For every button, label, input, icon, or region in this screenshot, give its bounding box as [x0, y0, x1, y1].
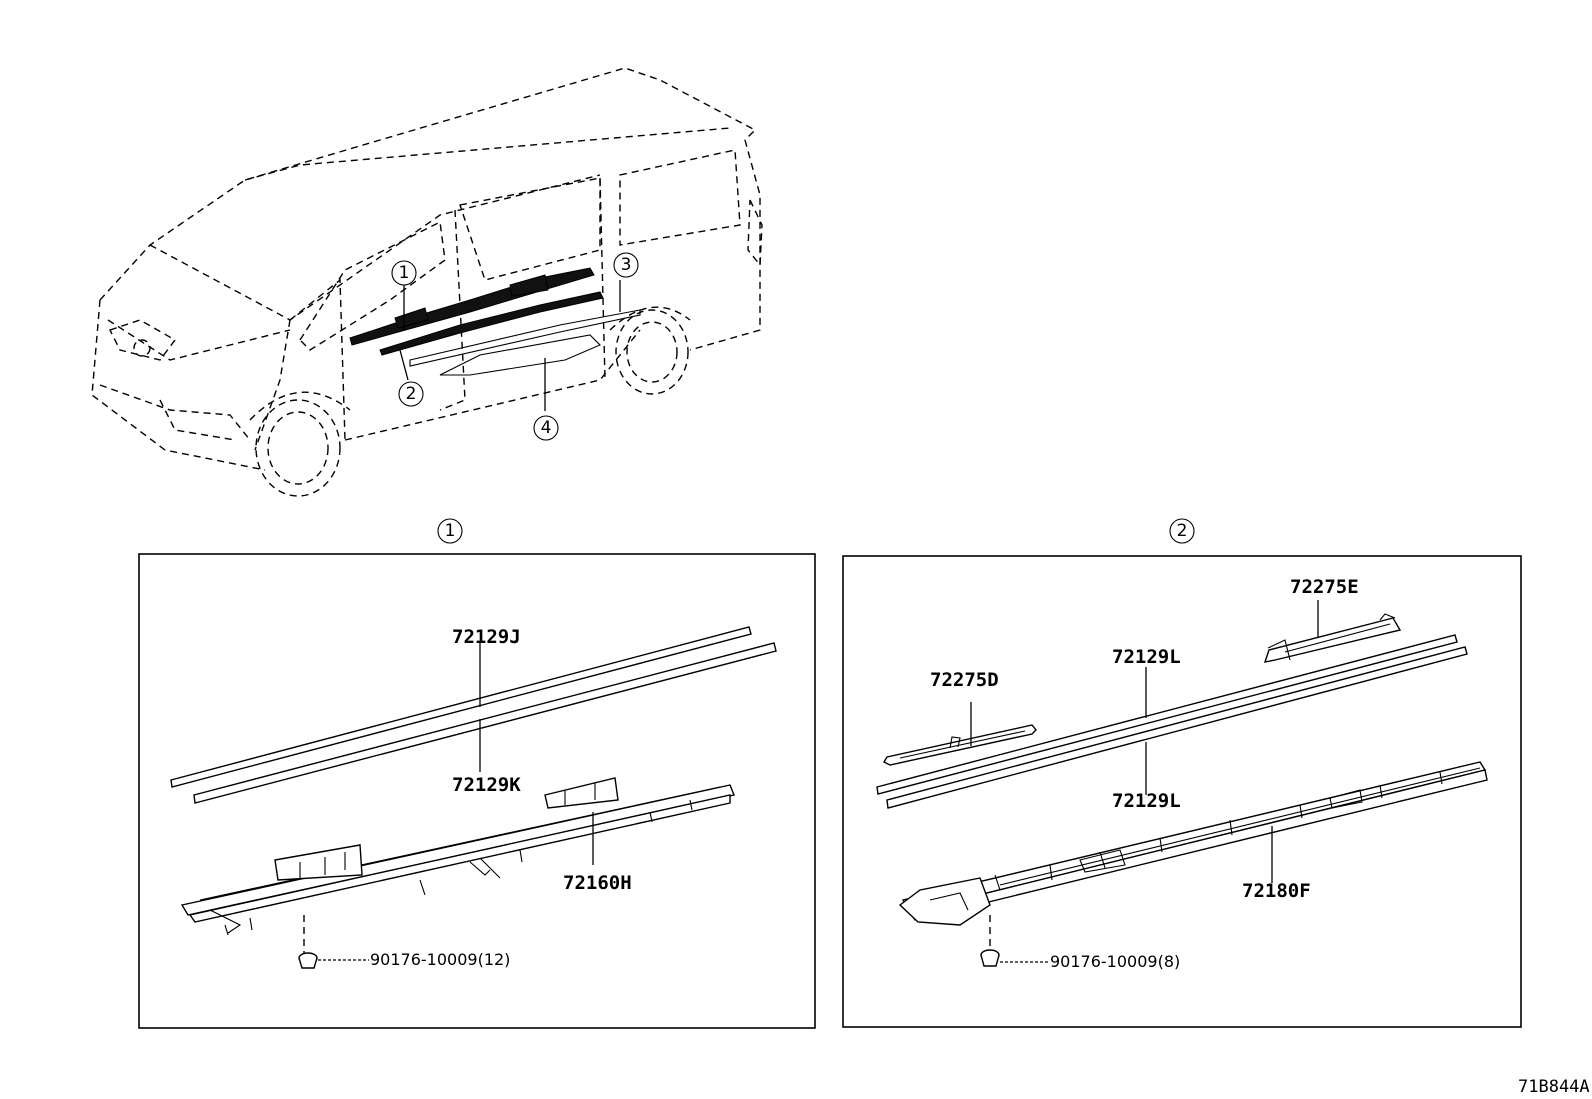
clip-90176-10009-panel1 [298, 952, 318, 969]
bracket-72275E [1263, 617, 1402, 663]
callout-2-circle [398, 381, 424, 407]
label-clip-panel1: 90176-10009(12) [370, 950, 510, 969]
label-72129J: 72129J [452, 626, 521, 648]
molding-72129J [170, 626, 752, 788]
panel-2-header: 2 [1177, 521, 1188, 541]
callout-1-circle [391, 260, 417, 286]
callout-4-circle [533, 415, 559, 441]
panel-1-header-circle [437, 518, 463, 544]
label-clip-panel2: 90176-10009(8) [1050, 952, 1180, 971]
label-72160H: 72160H [563, 872, 632, 894]
label-72275D: 72275D [930, 669, 999, 691]
molding-72129L-top [876, 634, 1458, 795]
panel-1: 1 72129J 72129K 72160H [138, 518, 816, 1029]
panel-2-frame [842, 555, 1522, 1028]
callout-3-circle [613, 252, 639, 278]
van-illustration: 1 2 3 4 [91, 67, 763, 497]
panel-1-header: 1 [445, 521, 456, 541]
panel-2: 2 7 [842, 518, 1522, 1028]
molding-72129K [193, 642, 777, 804]
label-72129K: 72129K [452, 774, 521, 796]
label-72129L-top: 72129L [1112, 646, 1181, 668]
callout-3: 3 [621, 255, 632, 275]
callout-1: 1 [399, 263, 410, 283]
molding-72129L-bottom [886, 646, 1468, 809]
step-72160H [180, 777, 735, 936]
label-72275E: 72275E [1290, 576, 1359, 598]
panel-1-frame [138, 553, 816, 1029]
callout-2: 2 [406, 384, 417, 404]
diagram-code: 71B844A [1518, 1077, 1590, 1097]
step-72180F [898, 761, 1488, 926]
callout-4: 4 [541, 418, 552, 438]
label-72180F: 72180F [1242, 880, 1311, 902]
clip-90176-10009-panel2 [980, 949, 1000, 967]
panel-2-header-circle [1169, 518, 1195, 544]
label-72129L-bottom: 72129L [1112, 790, 1181, 812]
